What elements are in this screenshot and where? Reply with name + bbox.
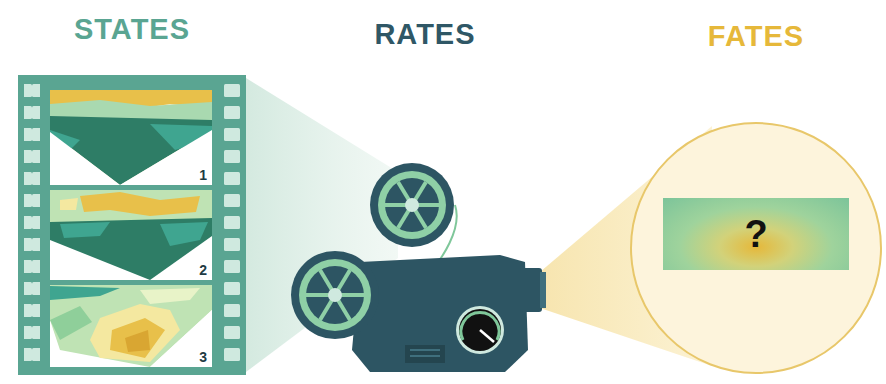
projector-symbol [459, 309, 501, 351]
projector-symbol [306, 266, 364, 324]
projector-symbol [398, 182, 426, 228]
frame-number: 1 [199, 167, 207, 183]
projector-symbol [378, 171, 446, 239]
projector-symbol [320, 270, 350, 320]
question-mark: ? [663, 213, 849, 256]
column-heading: STATES [0, 13, 286, 46]
projector-symbol [540, 272, 546, 308]
film-frame-image [160, 222, 208, 246]
magnifier-circle: FATES? [628, 120, 884, 376]
projector-symbol [405, 345, 445, 363]
film-frame-image [80, 192, 200, 216]
film-strip [18, 75, 246, 375]
projector-symbol [410, 355, 440, 357]
projector-symbol [291, 251, 379, 339]
film-frame-image [120, 130, 212, 185]
forecast-map: ? [663, 198, 849, 270]
magnifier-outline [631, 123, 881, 373]
film-frame-image [50, 285, 212, 367]
film-frame: 2 [50, 190, 212, 280]
film-frame-image [50, 218, 212, 280]
projector: RATES [300, 160, 550, 375]
projector-symbol [385, 178, 439, 232]
film-strip [18, 75, 246, 375]
film-frame-image [50, 286, 120, 300]
film-frame-image [50, 190, 212, 280]
film-strip: STATES123 [18, 75, 246, 375]
projector-symbol [352, 255, 528, 372]
projector-symbol [461, 313, 499, 340]
frame-number: 3 [199, 349, 207, 365]
film-frame-image [60, 222, 110, 238]
projector-symbol [299, 259, 371, 331]
film-frame: 1 [50, 90, 212, 185]
column-heading: RATES [260, 18, 590, 51]
projector-symbol [398, 182, 426, 228]
projector-symbol [405, 198, 419, 212]
film-frame-image [50, 116, 212, 185]
film-frame-image [50, 132, 120, 185]
film-frame-image [50, 285, 212, 367]
column-heading: FATES [588, 20, 886, 53]
projector-symbol [410, 349, 440, 351]
projector-symbol [320, 270, 350, 320]
film-frame-image [50, 90, 212, 367]
film-frame-image [110, 318, 165, 358]
film-frame-image [150, 310, 212, 367]
film-strip [224, 84, 240, 370]
film-strip [24, 84, 40, 370]
projector-symbol [370, 163, 454, 247]
film-frame-image [125, 330, 150, 352]
film-frame-image [50, 90, 212, 185]
projector-symbol [480, 330, 494, 342]
projector-symbol [520, 268, 542, 312]
film-frame: 3 [50, 285, 212, 367]
film-frame-image [60, 198, 78, 210]
film-frame-image [50, 306, 92, 340]
film-frame-image [140, 288, 200, 304]
projector-symbol [291, 163, 546, 372]
projector-symbol [456, 306, 504, 354]
projector-symbol [328, 288, 342, 302]
frame-number: 2 [199, 262, 207, 278]
